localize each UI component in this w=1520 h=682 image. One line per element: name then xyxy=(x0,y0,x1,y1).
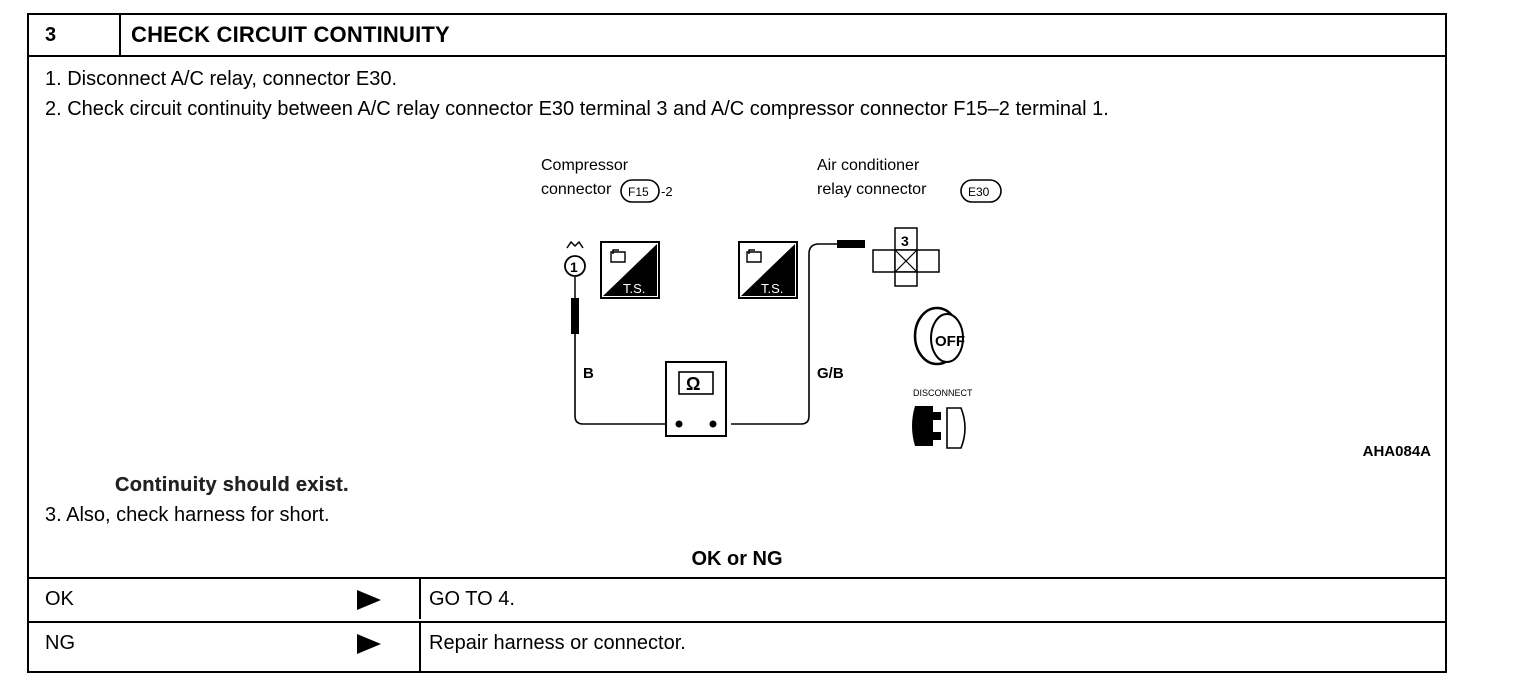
row-divider xyxy=(419,623,421,671)
result-action-ng: Repair harness or connector. xyxy=(429,632,686,654)
instruction-step-1: 1. Disconnect A/C relay, connector E30. xyxy=(45,68,398,90)
result-label-ng: NG xyxy=(45,632,75,654)
compressor-label-line2: connector xyxy=(541,181,612,198)
compressor-terminal-number: 1 xyxy=(570,259,578,275)
relay-label-line1: Air conditioner xyxy=(817,157,920,174)
ts-label-left: T.S. xyxy=(623,281,645,296)
compressor-label-line1: Compressor xyxy=(541,157,629,174)
relay-connector-id: E30 xyxy=(968,185,990,199)
procedure-frame: 3 CHECK CIRCUIT CONTINUITY 1. Disconnect… xyxy=(27,13,1447,673)
relay-connector-badge xyxy=(960,179,1002,203)
ok-ng-title: OK or NG xyxy=(691,548,783,570)
ts-icon-right: T.S. xyxy=(738,241,798,299)
ohmmeter-symbol: Ω xyxy=(686,374,700,394)
ignition-key-off-icon: OFF xyxy=(913,306,965,366)
step-title: CHECK CIRCUIT CONTINUITY xyxy=(131,22,450,47)
ignition-off-label: OFF xyxy=(935,333,965,350)
wire-b-label: B xyxy=(583,365,594,382)
figure-id: AHA084A xyxy=(1362,443,1431,460)
arrow-right-icon xyxy=(357,590,381,610)
arrow-right-icon xyxy=(357,634,381,654)
relay-connector: 3 xyxy=(872,227,940,287)
instruction-step-2: 2. Check circuit continuity between A/C … xyxy=(45,98,1109,120)
step-number: 3 xyxy=(29,15,121,55)
result-action-ok: GO TO 4. xyxy=(429,588,515,610)
wire-b xyxy=(574,334,667,425)
result-row-ng: NG Repair harness or connector. xyxy=(29,621,1445,671)
instruction-step-3: 3. Also, check harness for short. xyxy=(45,504,330,526)
compressor-connector-suffix: -2 xyxy=(661,184,673,199)
ts-icon-left: T.S. xyxy=(600,241,660,299)
disconnect-connector-icon xyxy=(912,406,966,449)
ohmmeter: Ω xyxy=(665,361,727,437)
result-row-ok: OK GO TO 4. xyxy=(29,577,1445,619)
ts-label-right: T.S. xyxy=(761,281,783,296)
compressor-terminal-probe: 1 xyxy=(564,240,586,334)
wire-gb-label: G/B xyxy=(817,365,844,382)
row-divider xyxy=(419,579,421,619)
continuity-note: Continuity should exist. xyxy=(115,474,349,496)
relay-label-line2: relay connector xyxy=(817,181,927,198)
disconnect-label: DISCONNECT xyxy=(913,388,973,398)
result-label-ok: OK xyxy=(45,588,74,610)
circuit-diagram: Compressor connector F15 -2 Air conditio… xyxy=(541,157,1002,449)
compressor-connector-badge xyxy=(620,179,660,203)
wire-gb xyxy=(731,243,837,425)
procedure-header: 3 CHECK CIRCUIT CONTINUITY xyxy=(29,15,1445,57)
relay-terminal-number: 3 xyxy=(901,233,909,249)
compressor-connector-id: F15 xyxy=(628,185,649,199)
